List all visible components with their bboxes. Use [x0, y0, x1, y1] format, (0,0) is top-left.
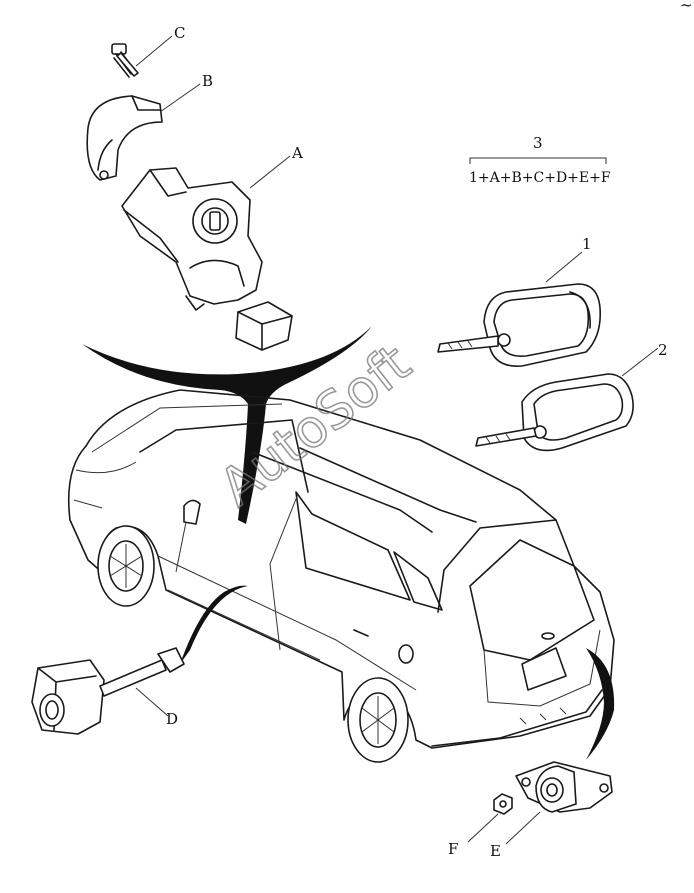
pointer-arrow-door — [180, 585, 248, 664]
part-c-bolt — [111, 43, 139, 78]
label-a: A — [291, 144, 303, 162]
set-number: 3 — [533, 134, 543, 152]
label-d: D — [166, 710, 178, 728]
label-b: B — [202, 72, 213, 90]
label-key-1: 1 — [582, 235, 592, 253]
part-f-nut — [493, 793, 513, 815]
leader-a — [249, 155, 291, 189]
leader-key-1 — [545, 251, 583, 283]
key-1 — [437, 283, 602, 367]
label-c: C — [174, 24, 185, 42]
formula-brace — [469, 157, 607, 164]
leader-e — [505, 811, 541, 845]
part-d-door-lock — [31, 647, 185, 735]
label-key-2: 2 — [658, 341, 668, 359]
leader-d — [135, 687, 169, 717]
leader-key-2 — [621, 347, 659, 377]
vehicle-suv — [67, 389, 615, 763]
corner-mark: ~ — [680, 0, 693, 14]
pointer-arrow-ignition — [82, 326, 372, 524]
part-e-tailgate-lock — [515, 761, 613, 813]
formula-text: 1+A+B+C+D+E+F — [469, 170, 611, 186]
part-b-bracket — [86, 95, 163, 181]
key-2 — [475, 373, 634, 452]
leader-f — [467, 813, 499, 843]
part-a-ignition-lock — [121, 167, 293, 351]
pointer-arrow-tailgate — [586, 648, 615, 760]
label-f: F — [448, 840, 458, 858]
label-e: E — [490, 842, 501, 860]
leader-c — [135, 35, 173, 67]
leader-b — [159, 83, 201, 113]
